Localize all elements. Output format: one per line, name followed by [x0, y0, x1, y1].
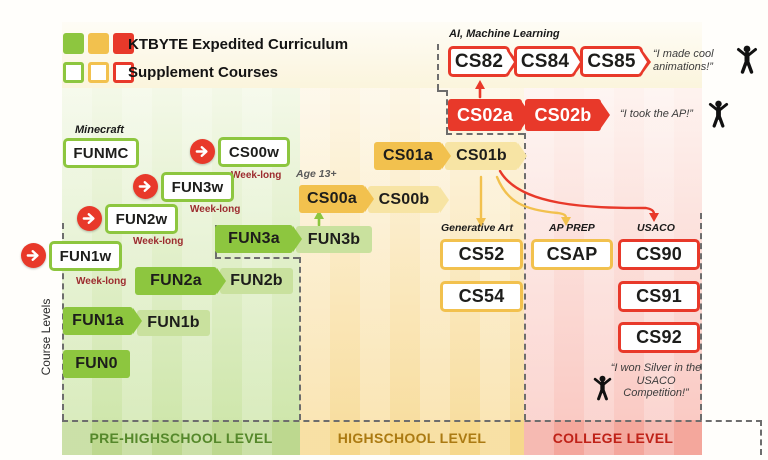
course-fun0: FUN0 — [63, 350, 130, 378]
dashed-bottom-border — [62, 420, 762, 422]
course-cs02a: CS02a — [448, 99, 522, 131]
course-cs00a: CS00a — [299, 185, 365, 213]
course-levels-axis-label: Course Levels — [39, 298, 53, 376]
dashed-ai-vertical — [437, 44, 439, 90]
highschool-label-band — [300, 420, 524, 455]
right-arrow-icon — [26, 250, 39, 261]
course-cs01a: CS01a — [374, 142, 442, 170]
legend-swatch-gold — [88, 33, 109, 54]
dashed-college-right — [700, 213, 702, 420]
arrow-badge-fun3w — [133, 174, 158, 199]
course-cs02b: CS02b — [525, 99, 601, 131]
dashed-hs-college-divider — [524, 133, 526, 420]
dashed-age13-horizontal — [215, 257, 299, 259]
arrow-badge-fun1w — [21, 243, 46, 268]
pre-highschool-label-band — [62, 420, 300, 455]
right-arrow-icon — [138, 181, 151, 192]
dashed-cs02a-left — [446, 90, 448, 133]
week-long-label-fun2w: Week-long — [133, 236, 184, 247]
person-icon — [592, 374, 613, 406]
level-label-highschool: HIGHSCHOOL LEVEL — [337, 430, 487, 446]
course-fun3b: FUN3b — [296, 226, 372, 253]
dashed-prehs-hs-divider — [299, 257, 301, 420]
course-fun2a: FUN2a — [135, 267, 217, 295]
course-funmc: FUNMC — [63, 138, 139, 168]
right-arrow-icon — [82, 213, 95, 224]
minecraft-label: Minecraft — [75, 124, 124, 136]
generative-art-label: Generative Art — [441, 222, 513, 234]
course-cs52: CS52 — [440, 239, 523, 270]
course-cs90: CS90 — [618, 239, 700, 270]
week-long-label-cs00w: Week-long — [231, 170, 282, 181]
course-csap: CSAP — [531, 239, 613, 270]
week-long-label-fun3w: Week-long — [190, 204, 241, 215]
person-icon — [707, 99, 730, 133]
course-cs92: CS92 — [618, 322, 700, 353]
legend-expedited-label: KTBYTE Expedited Curriculum — [128, 36, 349, 53]
course-fun1b: FUN1b — [137, 310, 210, 336]
course-cs82: CS82 — [448, 46, 510, 77]
person-icon — [735, 44, 759, 79]
course-fun2w: FUN2w — [105, 204, 178, 234]
course-cs00w: CS00w — [218, 137, 290, 167]
legend-swatch-red — [113, 33, 134, 54]
course-cs01b: CS01b — [445, 142, 518, 170]
level-label-college: COLLEGE LEVEL — [552, 430, 674, 446]
usaco-label: USACO — [637, 222, 675, 234]
legend-outline-swatch-gold — [88, 62, 109, 83]
dashed-ai-jog — [437, 90, 448, 92]
ai-ml-label: AI, Machine Learning — [449, 28, 560, 40]
college-label-band — [524, 420, 702, 455]
dashed-cs02a-bottom — [446, 133, 524, 135]
legend-supplement-label: Supplement Courses — [128, 64, 279, 81]
legend-outline-swatch-red — [113, 62, 134, 83]
course-fun2b: FUN2b — [220, 268, 293, 294]
quote-animations: “I made cool animations!” — [653, 48, 714, 73]
course-cs54: CS54 — [440, 281, 523, 312]
age-13-label: Age 13+ — [296, 168, 337, 180]
course-fun1a: FUN1a — [63, 307, 133, 335]
legend-swatch-green — [63, 33, 84, 54]
week-long-label-fun1w: Week-long — [76, 276, 127, 287]
right-arrow-icon — [195, 146, 208, 157]
course-cs85: CS85 — [580, 46, 643, 77]
level-label-pre-highschool: PRE-HIGHSCHOOL LEVEL — [89, 430, 273, 446]
quote-usaco-silver: “I won Silver in the USACO Competition!” — [610, 362, 702, 400]
arrow-badge-cs00w — [190, 139, 215, 164]
course-fun3w: FUN3w — [161, 172, 234, 202]
course-cs84: CS84 — [514, 46, 576, 77]
quote-ap: “I took the AP!” — [620, 108, 693, 120]
ap-prep-label: AP PREP — [549, 222, 595, 234]
course-cs91: CS91 — [618, 281, 700, 312]
course-cs00b: CS00b — [368, 186, 440, 213]
course-fun3a: FUN3a — [215, 225, 293, 253]
legend-outline-swatch-green — [63, 62, 84, 83]
course-fun1w: FUN1w — [49, 241, 122, 271]
arrow-badge-fun2w — [77, 206, 102, 231]
dashed-far-right — [760, 420, 762, 455]
